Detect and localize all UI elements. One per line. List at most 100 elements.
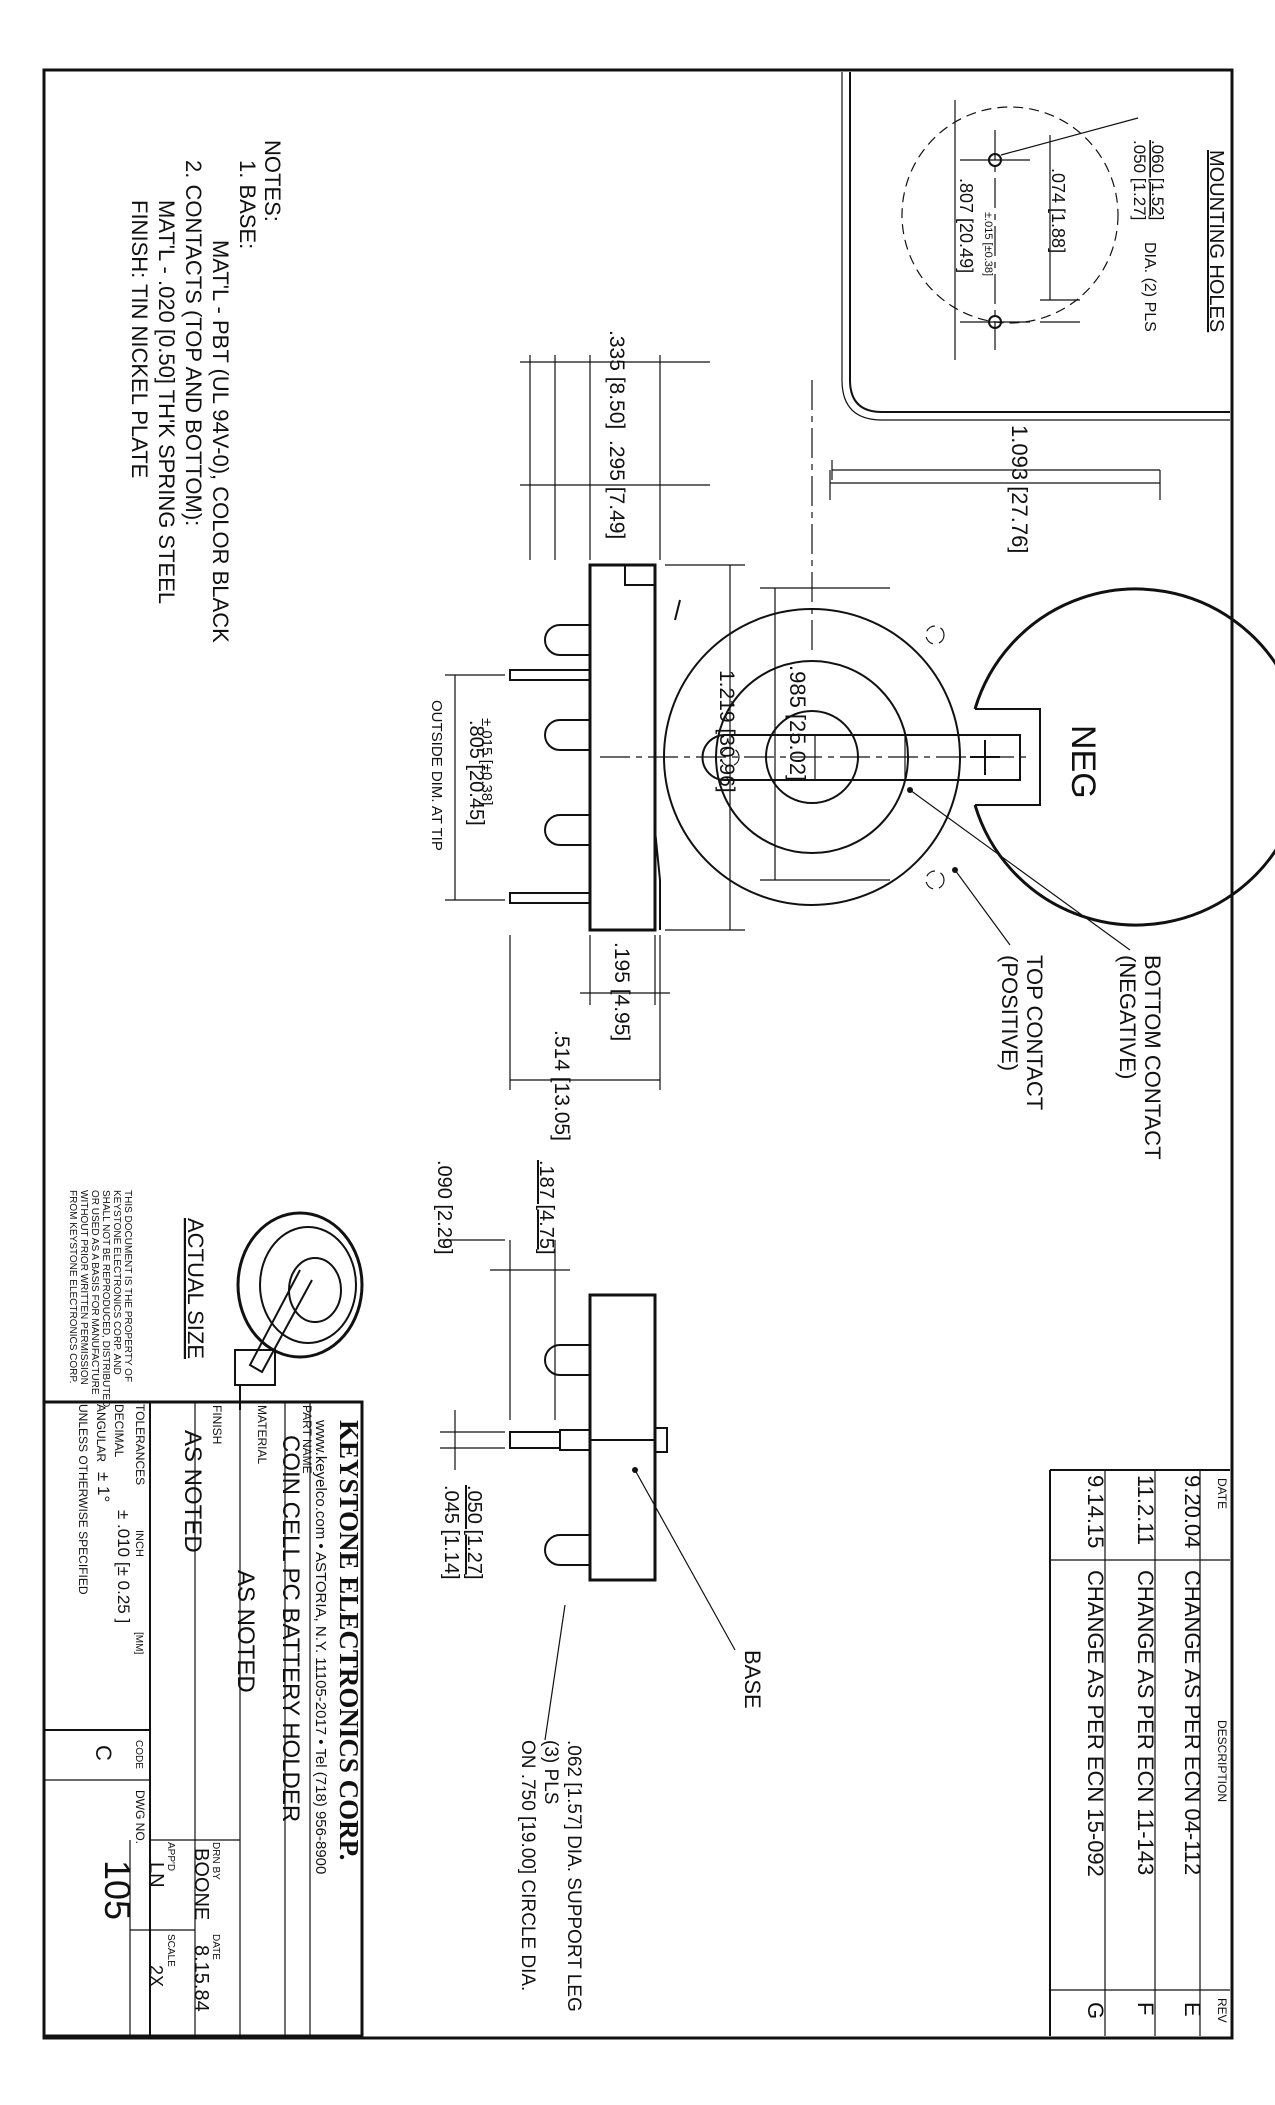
side-body	[588, 563, 657, 932]
dim-d-text: .514 [13.05]	[550, 1030, 573, 1141]
rev-description: CHANGE AS PER ECN 15-092	[1083, 1570, 1108, 1877]
actual-size-label: ACTUAL SIZE	[183, 1218, 208, 1359]
revision-table: DATE DESCRIPTION REV 9.20.04 CHANGE AS P…	[1049, 1469, 1230, 2036]
top-contact-label: TOP CONTACT	[1022, 955, 1047, 1110]
actual-size-illustration	[234, 1211, 364, 1410]
rev-letter: G	[1083, 2002, 1108, 2019]
leg-label-3: ON .750 [19.00] CIRCLE DIA.	[517, 1740, 538, 1991]
material-value: AS NOTED	[232, 1570, 259, 1693]
tol-footer: UNLESS OTHERWISE SPECIFIED	[76, 1404, 90, 1595]
rev-row: 9.14.15 CHANGE AS PER ECN 15-092 G	[1083, 1475, 1108, 2019]
notes-line-5: FINISH: TIN NICKEL PLATE	[127, 200, 152, 478]
leg-hole-1	[925, 625, 945, 645]
drn-by-value: BOONE	[190, 1848, 212, 1920]
dwg-no-value: 105	[97, 1860, 138, 1920]
leg-label-2: (3) PLS	[540, 1740, 561, 1804]
end-leg-2	[544, 1534, 590, 1566]
rev-header-rev: REV	[1215, 1998, 1229, 2023]
contact-tab-outline	[975, 708, 1041, 806]
end-leg-1	[544, 1344, 590, 1376]
base-leader	[634, 1469, 736, 1651]
rev-header-date: DATE	[1215, 1478, 1229, 1509]
mounting-outline-circle	[901, 106, 1119, 324]
notes-line-4: MAT'L - .020 [0.50] TH'K SPRING STEEL	[154, 200, 179, 604]
svg-text:OR USED AS A BASIS FOR MANUFAC: OR USED AS A BASIS FOR MANUFACTURE	[89, 1190, 100, 1395]
tol-inch-label: INCH	[133, 1530, 145, 1557]
base-label: BASE	[740, 1650, 765, 1709]
center-disc	[765, 710, 859, 804]
rev-letter: F	[1133, 2002, 1158, 2015]
mounting-hole-dia-b: .050 [1.27]	[1130, 140, 1149, 220]
finish-value: AS NOTED	[179, 1430, 206, 1553]
mounting-hole-leader	[1000, 117, 1139, 156]
rev-row: 9.20.04 CHANGE AS PER ECN 04-112 E	[1180, 1475, 1205, 2017]
mounting-panel-border-inner	[841, 72, 1230, 421]
code-label: CODE	[133, 1740, 144, 1769]
dim-tip-note: OUTSIDE DIM. AT TIP	[428, 700, 445, 851]
tol-decimal-label: DECIMAL	[112, 1404, 126, 1458]
leg-label-1: .062 [1.57] DIA. SUPPORT LEG	[563, 1740, 584, 2012]
tolerances-label: TOLERANCES	[133, 1404, 147, 1485]
end-body	[588, 1293, 657, 1582]
side-leg-2	[544, 719, 590, 751]
part-name-label: PART NAME	[300, 1405, 314, 1474]
dim-tip-text: .805 [20.45]	[465, 720, 487, 826]
mounting-hole-suffix: DIA. (2) PLS	[1141, 242, 1158, 332]
mounting-span-dim: .807 [20.49]	[956, 178, 976, 273]
mounting-panel-border	[849, 72, 1230, 413]
side-view: .335 [8.50] .295 [7.49] 1.219 [30.96] ±.…	[428, 330, 745, 1141]
svg-text:SHALL NOT BE REPRODUCED, DISTR: SHALL NOT BE REPRODUCED, DISTRIBUTED	[100, 1190, 111, 1407]
dim-inner-text: .985 [25.02]	[785, 665, 810, 781]
dim-width-text: 1.093 [27.76]	[1007, 425, 1032, 553]
property-note: THIS DOCUMENT IS THE PROPERTY OF KEYSTON…	[67, 1190, 133, 1407]
svg-text:WITHOUT PRIOR WRITTEN PERMISSI: WITHOUT PRIOR WRITTEN PERMISSION	[78, 1190, 89, 1385]
rev-description: CHANGE AS PER ECN 04-112	[1180, 1570, 1205, 1875]
dim-c-text: .195 [4.95]	[610, 942, 633, 1041]
top-contact-sub: (POSITIVE)	[997, 955, 1022, 1071]
title-block-frame	[42, 1400, 364, 2038]
rev-date: 11.2.11	[1133, 1475, 1158, 1545]
bottom-contact-label: BOTTOM CONTACT	[1140, 955, 1165, 1160]
dim-a-text: .335 [8.50]	[605, 330, 628, 429]
holder-outer-ring	[973, 587, 1275, 927]
title-block: KEYSTONE ELECTRONICS CORP. www.keyelco.c…	[42, 1400, 364, 2038]
tol-angular-value: ± 1°	[94, 1472, 113, 1502]
dwg-no-label: DWG NO.	[133, 1790, 147, 1844]
mounting-hole-dia-a: .060 [1.52]	[1148, 140, 1167, 220]
rev-row: 11.2.11 CHANGE AS PER ECN 11-143 F	[1133, 1475, 1158, 2015]
leg-leader	[544, 1604, 566, 1741]
dim-h-text: .045 [1.14]	[440, 1485, 462, 1580]
notes-line-2: MAT'L - PBT (UL 94V-0), COLOR BLACK	[208, 240, 233, 643]
finish-label: FINISH	[210, 1405, 224, 1444]
appd-value: LN	[145, 1862, 167, 1888]
dim-tip-tol: ±.015 [±0.38]	[478, 718, 495, 805]
notes-heading: NOTES:	[260, 140, 285, 222]
dim-e-text: .187 [4.75]	[535, 1160, 557, 1255]
dim-b-text: .295 [7.49]	[605, 440, 628, 539]
end-center-stub	[559, 1429, 590, 1451]
actual-size-block: ACTUAL SIZE THIS DOCUMENT IS THE PROPERT…	[67, 1190, 364, 1410]
side-contact-tip-1	[509, 669, 590, 681]
dim-len-text: 1.219 [30.96]	[715, 670, 738, 793]
svg-text:KEYSTONE ELECTRONICS CORP. AND: KEYSTONE ELECTRONICS CORP. AND	[111, 1190, 122, 1375]
top-view: NEG BOTTOM CONTACT (NEGATIVE) TOP CONTAC…	[600, 380, 1275, 1160]
side-leg-3	[544, 814, 590, 846]
end-contact-tip	[509, 1431, 560, 1449]
leg-hole-3	[720, 747, 740, 767]
company-name: KEYSTONE ELECTRONICS CORP.	[334, 1420, 364, 1860]
tol-angular-label: ANGULAR	[94, 1404, 108, 1462]
dim-f-text: .090 [2.29]	[433, 1160, 455, 1255]
notes-line-1: 1. BASE:	[235, 160, 260, 249]
side-contact-tip-2	[509, 892, 590, 904]
mounting-span-tol: ±.015 [±0.38]	[982, 212, 994, 276]
date-value: 8.15.84	[190, 1945, 212, 2012]
top-contact-strip	[701, 734, 1021, 781]
tol-decimal-value: ± .010 [± 0.25 ]	[114, 1510, 133, 1623]
rev-date: 9.14.15	[1083, 1475, 1108, 1548]
part-name: COIN CELL PC BATTERY HOLDER	[277, 1435, 304, 1822]
sheet-border	[42, 68, 1234, 2040]
holder-inner-ring	[663, 608, 961, 906]
appd-label: APP'D	[165, 1842, 176, 1871]
